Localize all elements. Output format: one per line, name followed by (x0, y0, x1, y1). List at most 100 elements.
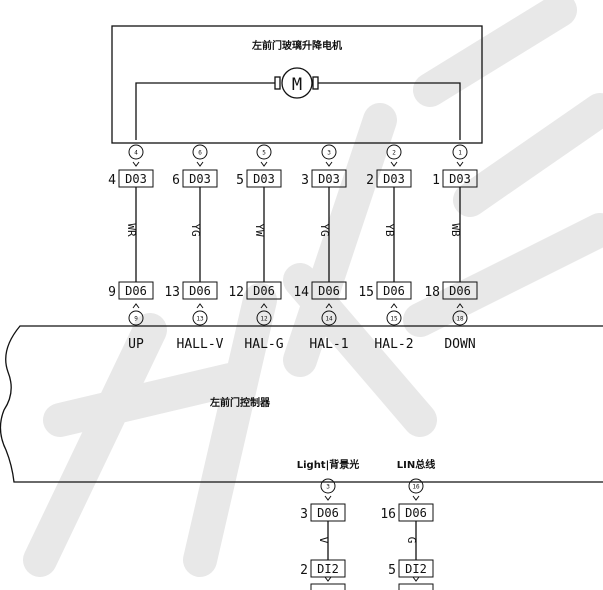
terminal-arrow-icon (324, 576, 332, 582)
signal-label: LIN总线 (397, 458, 435, 471)
watermark-stroke (403, 213, 603, 337)
connector-label: D03 (449, 172, 471, 186)
terminal-arrow-icon (196, 303, 204, 309)
motor-symbol-label: M (292, 75, 302, 95)
terminal-circle (386, 310, 402, 326)
terminal-arrow-icon (412, 576, 420, 582)
connector-label: D06 (449, 284, 471, 298)
watermark-stroke (183, 283, 277, 577)
connector-box (398, 559, 434, 578)
motor-symbol (281, 67, 313, 99)
watermark-stroke (43, 363, 247, 437)
connector-label: D06 (405, 506, 427, 520)
terminal-arrow-icon (260, 303, 268, 309)
signal-label: HAL-2 (374, 337, 413, 352)
connector-box (442, 281, 478, 300)
connector-label: D03 (125, 172, 147, 186)
motor-assembly-title: 左前门玻璃升降电机 (251, 39, 342, 52)
connector-label: D03 (318, 172, 340, 186)
pin-number: 12 (228, 285, 244, 300)
connector-box (182, 281, 218, 300)
terminal-circle (128, 310, 144, 326)
terminal-circle (256, 310, 272, 326)
signal-label: DOWN (444, 337, 475, 352)
motor-assembly: 左前门玻璃升降电机 M (111, 25, 483, 144)
signal-label: UP (128, 337, 144, 352)
wire-color-code: WB (449, 223, 462, 237)
motor-brush-left (274, 76, 281, 90)
terminal-arrow-icon (390, 303, 398, 309)
terminal-arrow-icon (196, 161, 204, 167)
terminal-circle (128, 144, 144, 160)
controller-outline (0, 325, 603, 483)
wire-color-code: V (317, 537, 330, 544)
terminal-circle (320, 478, 336, 494)
terminal-number: 12 (260, 316, 268, 323)
terminal-arrow-icon (412, 495, 420, 501)
terminal-number: 2 (392, 150, 396, 157)
connector-box-partial (310, 583, 346, 590)
terminal-circle (192, 310, 208, 326)
signal-label: HAL-G (244, 337, 283, 352)
terminal-number: 3 (326, 484, 330, 491)
terminal-circle (386, 144, 402, 160)
terminal-arrow-icon (260, 161, 268, 167)
signal-label: HALL-V (177, 337, 224, 352)
connector-box-partial (398, 583, 434, 590)
watermark-stroke (23, 313, 167, 577)
pin-number: 2 (300, 563, 308, 578)
connector-label: DI2 (405, 562, 427, 576)
terminal-circle (452, 310, 468, 326)
terminal-circle (321, 310, 337, 326)
wire-color-code: YG (189, 223, 202, 236)
pin-number: 5 (388, 563, 396, 578)
motor-right-wire (318, 82, 461, 140)
connector-label: DI2 (317, 562, 339, 576)
pin-number: 16 (380, 507, 396, 522)
connector-label: D03 (253, 172, 275, 186)
wire-color-code: G (405, 537, 418, 544)
controller-title: 左前门控制器 (209, 396, 271, 409)
signal-label: Light|背景光 (297, 458, 360, 471)
connector-label: D06 (189, 284, 211, 298)
motor-brush-right (312, 76, 319, 90)
pin-number: 4 (108, 173, 116, 188)
connector-label: D06 (253, 284, 275, 298)
connector-label: D06 (317, 506, 339, 520)
terminal-number: 14 (325, 316, 333, 323)
signal-label: HAL-1 (309, 337, 348, 352)
terminal-circle (321, 144, 337, 160)
watermark-stroke (453, 93, 603, 217)
terminal-arrow-icon (456, 161, 464, 167)
connector-box (246, 281, 282, 300)
pin-number: 2 (366, 173, 374, 188)
terminal-number: 18 (456, 316, 464, 323)
pin-number: 1 (432, 173, 440, 188)
terminal-number: 6 (198, 150, 202, 157)
terminal-number: 15 (390, 316, 398, 323)
connector-box (118, 281, 154, 300)
wire-color-code: YB (383, 223, 396, 237)
terminal-circle (192, 144, 208, 160)
pin-number: 14 (293, 285, 309, 300)
wire-color-code: YW (253, 223, 266, 237)
terminal-arrow-icon (132, 161, 140, 167)
terminal-number: 5 (262, 150, 266, 157)
terminal-circle (452, 144, 468, 160)
pin-number: 9 (108, 285, 116, 300)
connector-label: D03 (189, 172, 211, 186)
terminal-arrow-icon (390, 161, 398, 167)
terminal-number: 4 (134, 150, 138, 157)
terminal-arrow-icon (325, 303, 333, 309)
terminal-arrow-icon (456, 303, 464, 309)
watermark-stroke (283, 103, 397, 377)
connector-box (311, 281, 347, 300)
